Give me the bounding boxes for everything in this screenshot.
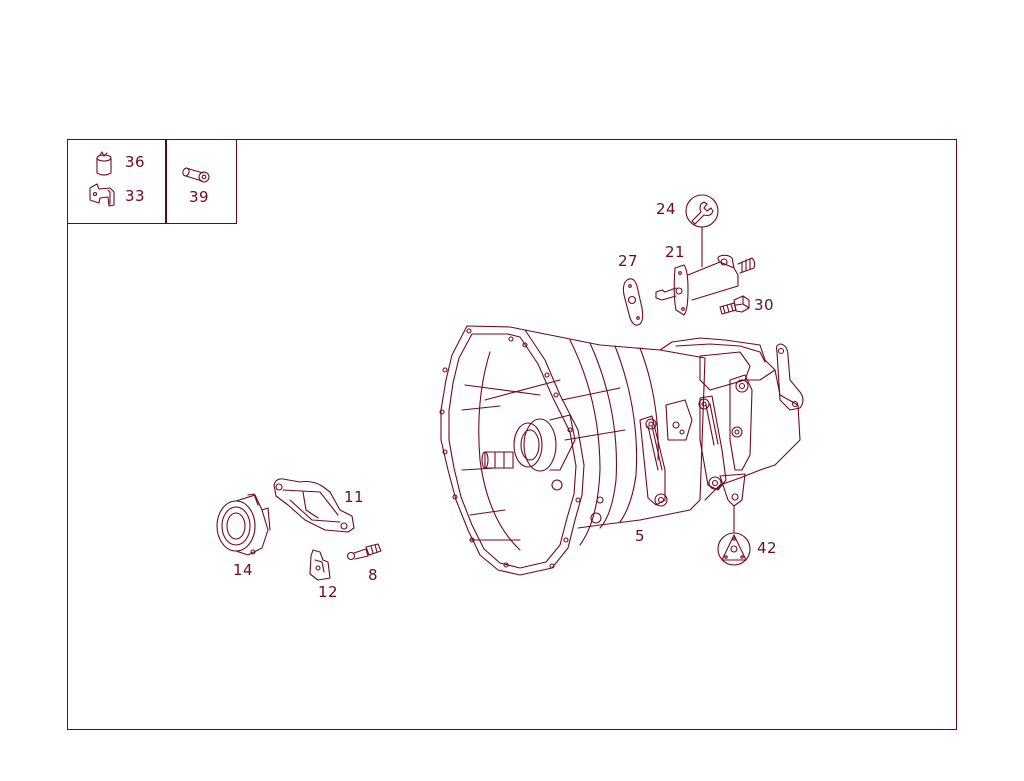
callout-11: 11 <box>344 488 365 506</box>
callout-27: 27 <box>618 252 639 270</box>
callout-42: 42 <box>757 539 778 557</box>
release-fork-drawing <box>274 479 354 532</box>
legend-label-39: 39 <box>189 188 210 206</box>
legend-box <box>67 139 237 224</box>
gasket-drawing <box>623 279 642 325</box>
retaining-clip-drawing <box>310 550 330 580</box>
legend-divider <box>165 139 167 224</box>
release-bearing-drawing <box>217 494 270 555</box>
wrench-symbol-icon <box>686 195 718 267</box>
slave-cylinder-drawing <box>656 255 755 315</box>
callout-14: 14 <box>233 561 254 579</box>
callout-24: 24 <box>656 200 677 218</box>
transmission-housing-drawing <box>440 326 803 575</box>
sleeve-icon <box>97 152 111 175</box>
legend-label-33: 33 <box>125 187 146 205</box>
callout-5: 5 <box>635 527 646 545</box>
callout-8: 8 <box>368 566 379 584</box>
triangle-flange-symbol-icon <box>718 533 750 565</box>
callout-30: 30 <box>754 296 775 314</box>
bolt-drawing <box>720 296 749 314</box>
bracket-clip-icon <box>90 184 114 206</box>
diagram-frame <box>67 139 957 730</box>
callout-12: 12 <box>318 583 339 601</box>
callout-21: 21 <box>665 243 686 261</box>
ball-stud-drawing <box>348 544 382 560</box>
bushing-icon <box>182 167 209 182</box>
legend-label-36: 36 <box>125 153 146 171</box>
